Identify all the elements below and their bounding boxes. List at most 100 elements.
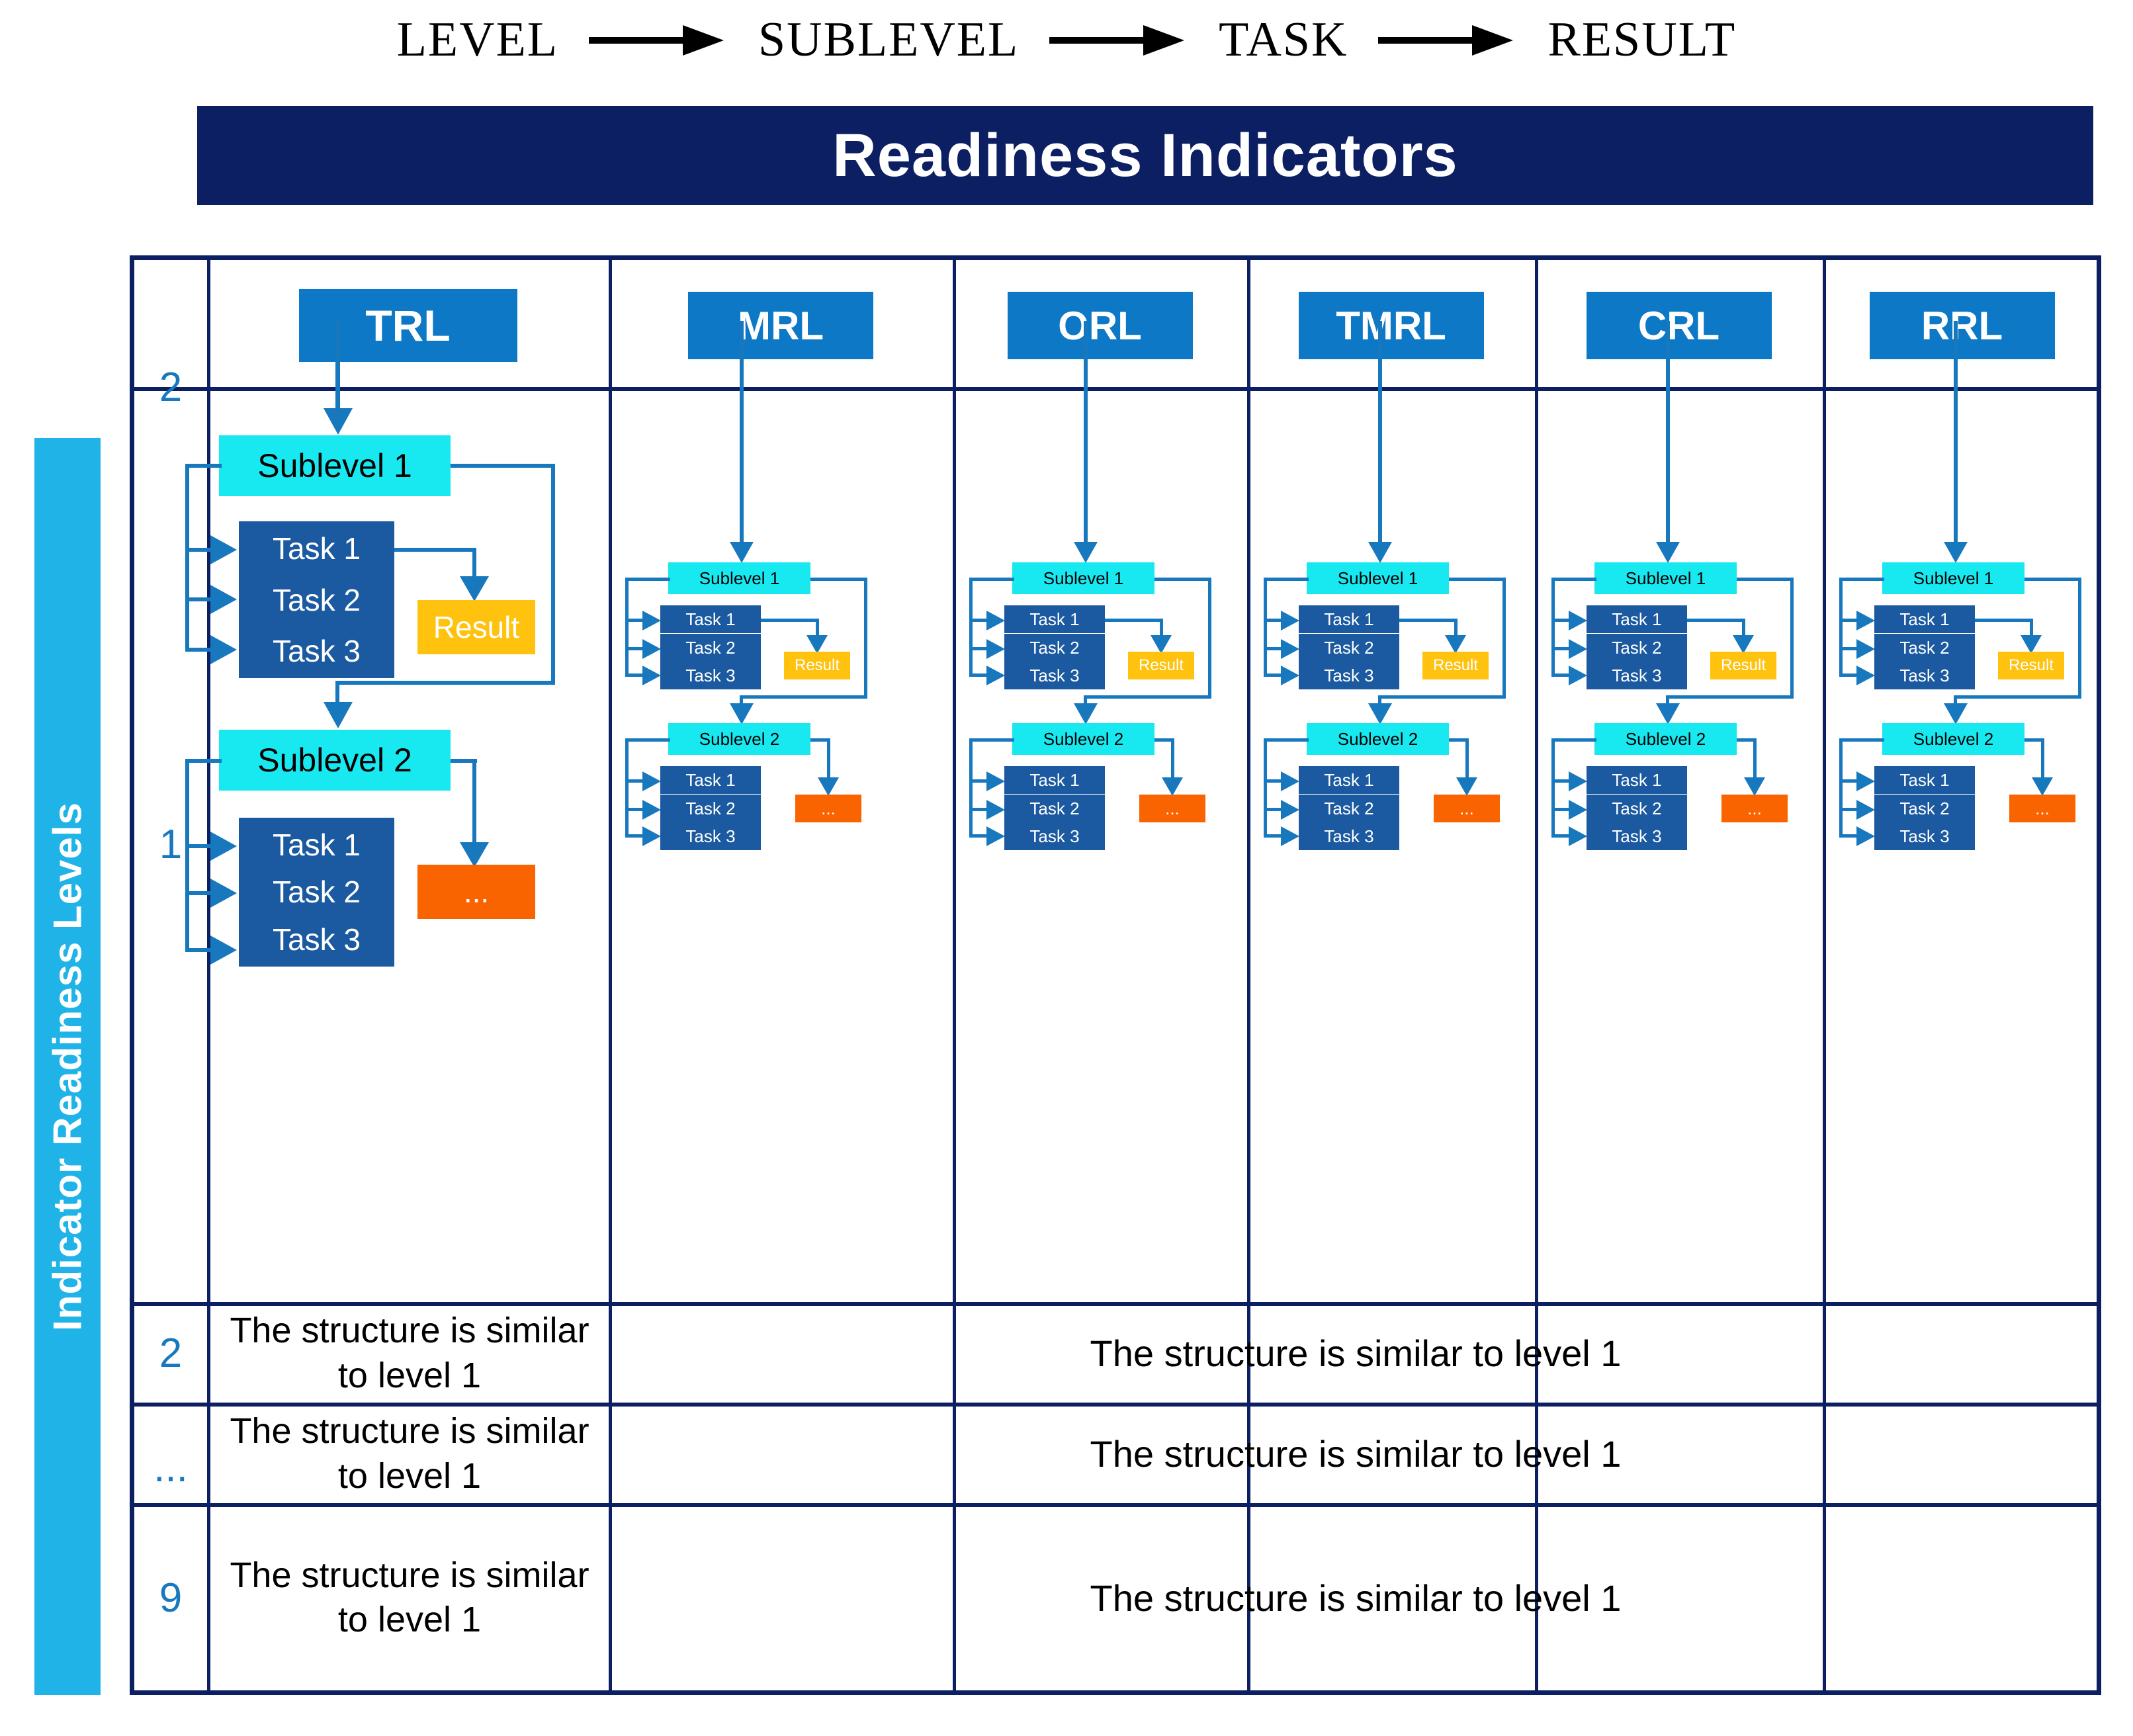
dots-box[interactable]: ... — [2009, 795, 2075, 822]
connector-sublevel2-to-dots-h — [1154, 738, 1174, 742]
task-1-box[interactable]: Task 1 — [1004, 766, 1105, 794]
task-3-box[interactable]: Task 3 — [1004, 822, 1105, 850]
arrowhead-right-icon — [1856, 826, 1875, 846]
dots-box[interactable]: ... — [1139, 795, 1205, 822]
task-3-box[interactable]: Task 3 — [1587, 662, 1687, 689]
connector-to-task1-b — [969, 779, 988, 783]
dots-box[interactable]: ... — [795, 795, 861, 822]
dots-box[interactable]: ... — [1434, 795, 1500, 822]
task-label: Task 1 — [1612, 769, 1662, 790]
task-label: Task 3 — [685, 665, 736, 685]
connector-sublevel1-bus-v — [1551, 578, 1555, 677]
connector-to-task1 — [625, 619, 644, 622]
task-3-box[interactable]: Task 3 — [660, 822, 761, 850]
task-1-box[interactable]: Task 1 — [239, 818, 394, 872]
connector-sublevel2-bus-v — [185, 759, 189, 952]
task-label: Task 3 — [1899, 665, 1950, 685]
task-1-box[interactable]: Task 1 — [660, 766, 761, 794]
connector-sublevel1-bus-h — [185, 464, 222, 468]
sublevel-2-box[interactable]: Sublevel 2 — [1594, 723, 1737, 755]
task-label: Task 3 — [1029, 665, 1080, 685]
result-label: Result — [1432, 656, 1479, 674]
connector-sublevel1-right — [2024, 578, 2081, 581]
task-3-box[interactable]: Task 3 — [1004, 662, 1105, 689]
sublevel-1-box[interactable]: Sublevel 1 — [219, 435, 451, 496]
connector-header-to-sublevel1 — [1084, 321, 1088, 544]
sublevel-1-box[interactable]: Sublevel 1 — [1882, 562, 2024, 594]
task-2-box[interactable]: Task 2 — [1587, 634, 1687, 662]
arrowhead-right-icon — [1856, 800, 1875, 820]
header-chip[interactable]: MRL — [688, 292, 873, 359]
sublevel-2-label: Sublevel 2 — [1337, 728, 1418, 749]
task-2-box[interactable]: Task 2 — [1299, 634, 1399, 662]
sublevel-1-box[interactable]: Sublevel 1 — [1012, 562, 1154, 594]
task-3-box[interactable]: Task 3 — [1299, 822, 1399, 850]
task-2-box[interactable]: Task 2 — [1874, 795, 1975, 822]
arrowhead-right-icon — [642, 826, 661, 846]
connector-to-sublevel2-v — [1378, 695, 1381, 706]
header-chip[interactable]: CRL — [1586, 292, 1772, 359]
task-2-box[interactable]: Task 2 — [1004, 795, 1105, 822]
task-3-box[interactable]: Task 3 — [1587, 822, 1687, 850]
sublevel-1-box[interactable]: Sublevel 1 — [1307, 562, 1449, 594]
task-2-box[interactable]: Task 2 — [660, 634, 761, 662]
task-1-box[interactable]: Task 1 — [1299, 605, 1399, 633]
connector-to-task1 — [1264, 619, 1282, 622]
header-chip[interactable]: RRL — [1869, 292, 2055, 359]
header-chip[interactable]: ORL — [1007, 292, 1193, 359]
task-3-box[interactable]: Task 3 — [1299, 662, 1399, 689]
process-legend: LEVEL SUBLEVEL TASK RESULT — [0, 0, 2133, 79]
axis-label-indicator-readiness-levels: Indicator Readiness Levels — [34, 438, 101, 1695]
header-chip[interactable]: TMRL — [1298, 292, 1484, 359]
task-1-box[interactable]: Task 1 — [1587, 766, 1687, 794]
connector-sublevel2-to-dots-h — [2024, 738, 2044, 742]
connector-sublevel2-to-dots-v — [2041, 738, 2044, 779]
readiness-indicator-matrix: TRL MRL ORL TMRL CRL RRL 1 Sublevel 1 — [130, 255, 2101, 1695]
task-3-box[interactable]: Task 3 — [239, 624, 394, 678]
task-2-box[interactable]: Task 2 — [660, 795, 761, 822]
sublevel-2-box[interactable]: Sublevel 2 — [668, 723, 810, 755]
task-1-box[interactable]: Task 1 — [660, 605, 761, 633]
result-box[interactable]: Result — [1422, 652, 1489, 679]
task-label: Task 1 — [1029, 609, 1080, 629]
result-box[interactable]: Result — [784, 652, 850, 679]
result-box[interactable]: Result — [417, 600, 535, 654]
task-2-box[interactable]: Task 2 — [1299, 795, 1399, 822]
task-2-box[interactable]: Task 2 — [1587, 795, 1687, 822]
sublevel-1-box[interactable]: Sublevel 1 — [1594, 562, 1737, 594]
task-3-box[interactable]: Task 3 — [239, 912, 394, 967]
arrowhead-right-icon — [986, 800, 1005, 820]
task-1-box[interactable]: Task 1 — [239, 521, 394, 576]
sublevel-2-box[interactable]: Sublevel 2 — [1012, 723, 1154, 755]
dots-box[interactable]: ... — [1721, 795, 1788, 822]
dots-box[interactable]: ... — [417, 865, 535, 919]
task-2-box[interactable]: Task 2 — [1874, 634, 1975, 662]
task-label: Task 3 — [1029, 826, 1080, 846]
result-box[interactable]: Result — [1998, 652, 2064, 679]
task-3-box[interactable]: Task 3 — [1874, 822, 1975, 850]
task-2-box[interactable]: Task 2 — [239, 573, 394, 627]
connector-to-task2-b — [969, 808, 988, 811]
task-label: Task 2 — [1612, 798, 1662, 818]
arrowhead-right-icon — [1281, 611, 1299, 630]
result-box[interactable]: Result — [1710, 652, 1776, 679]
result-box[interactable]: Result — [1128, 652, 1194, 679]
task-1-box[interactable]: Task 1 — [1004, 605, 1105, 633]
task-2-box[interactable]: Task 2 — [239, 865, 394, 919]
connector-to-task1 — [1839, 619, 1858, 622]
connector-to-sublevel2-v — [740, 695, 743, 706]
task-3-box[interactable]: Task 3 — [1874, 662, 1975, 689]
sublevel-2-box[interactable]: Sublevel 2 — [1882, 723, 2024, 755]
header-chip[interactable]: TRL — [298, 289, 517, 362]
sublevel-1-box[interactable]: Sublevel 1 — [668, 562, 810, 594]
task-3-box[interactable]: Task 3 — [660, 662, 761, 689]
task-1-box[interactable]: Task 1 — [1299, 766, 1399, 794]
task-1-box[interactable]: Task 1 — [1587, 605, 1687, 633]
sublevel-2-box[interactable]: Sublevel 2 — [219, 730, 451, 791]
task-2-box[interactable]: Task 2 — [1004, 634, 1105, 662]
sublevel-2-box[interactable]: Sublevel 2 — [1307, 723, 1449, 755]
task-1-box[interactable]: Task 1 — [1874, 766, 1975, 794]
header-chip-label: RRL — [1921, 303, 2003, 348]
task-1-box[interactable]: Task 1 — [1874, 605, 1975, 633]
column-header-rrl: RRL — [1823, 260, 2101, 391]
